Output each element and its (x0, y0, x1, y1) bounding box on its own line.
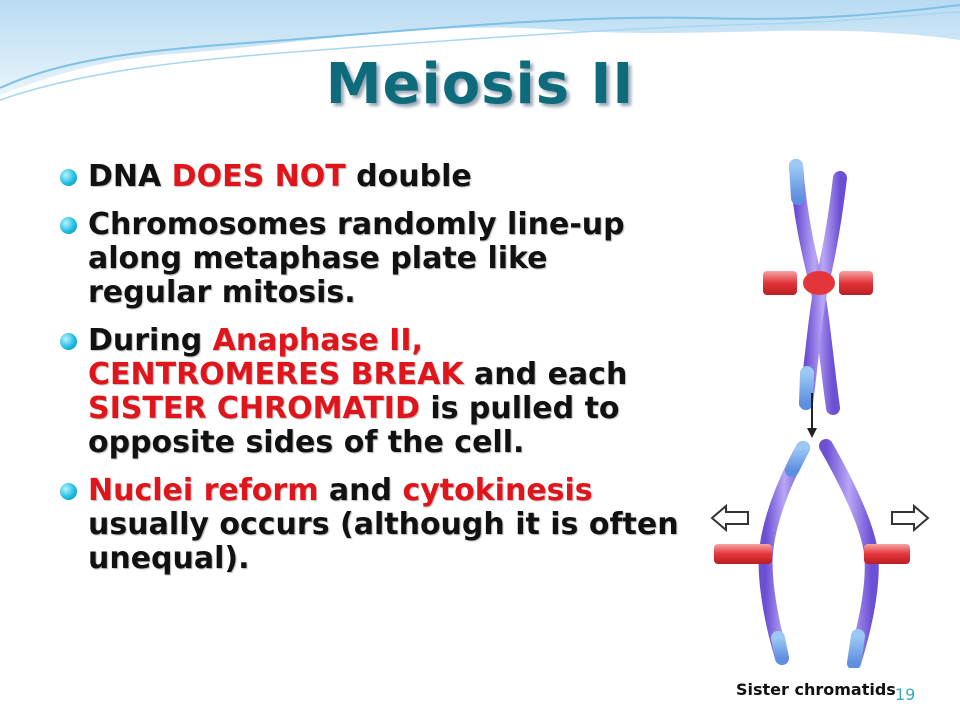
bullet-text: double (345, 159, 472, 194)
highlighted-text: Nuclei reform (88, 473, 319, 508)
bullet-text: During (88, 323, 213, 358)
bullet-item: Chromosomes randomly line-up along metap… (60, 208, 680, 310)
highlighted-text: SISTER CHROMATID (88, 391, 420, 426)
bullet-text: and (318, 473, 403, 508)
right-sister-chromatid (819, 439, 910, 668)
bullet-dot-icon (60, 483, 77, 500)
metaphase-chromosome (763, 159, 873, 415)
bullet-text: DNA (88, 159, 172, 194)
left-sister-chromatid (714, 441, 810, 665)
highlighted-text: cytokinesis (402, 473, 593, 508)
sister-chromatids-diagram (710, 159, 930, 668)
header-wave-decoration (0, 0, 960, 101)
bullet-dot-icon (60, 169, 77, 186)
bullet-text: usually occurs (although it is often une… (88, 507, 679, 576)
bullet-item: Nuclei reform and cytokinesis usually oc… (60, 474, 680, 576)
highlighted-text: DOES NOT (171, 159, 346, 194)
highlighted-text: Anaphase II, CENTROMERES BREAK (88, 323, 464, 392)
bullet-item: During Anaphase II, CENTROMERES BREAK an… (60, 324, 680, 460)
transition-arrow-icon (807, 393, 817, 438)
bullet-text: and each (463, 357, 628, 392)
slide-title: Meiosis II (325, 52, 635, 117)
bullet-item: DNA DOES NOT double (60, 160, 680, 194)
bullet-dot-icon (60, 333, 77, 350)
figure-caption: Sister chromatids (736, 680, 896, 699)
slide-number: 19 (895, 685, 916, 704)
arrow-right-icon (891, 503, 930, 533)
arrow-left-icon (710, 503, 749, 533)
bullet-text: is pulled to opposite sides of the cell. (88, 391, 620, 460)
bullet-text: Chromosomes randomly line-up along metap… (88, 207, 625, 310)
bullet-dot-icon (60, 217, 77, 234)
